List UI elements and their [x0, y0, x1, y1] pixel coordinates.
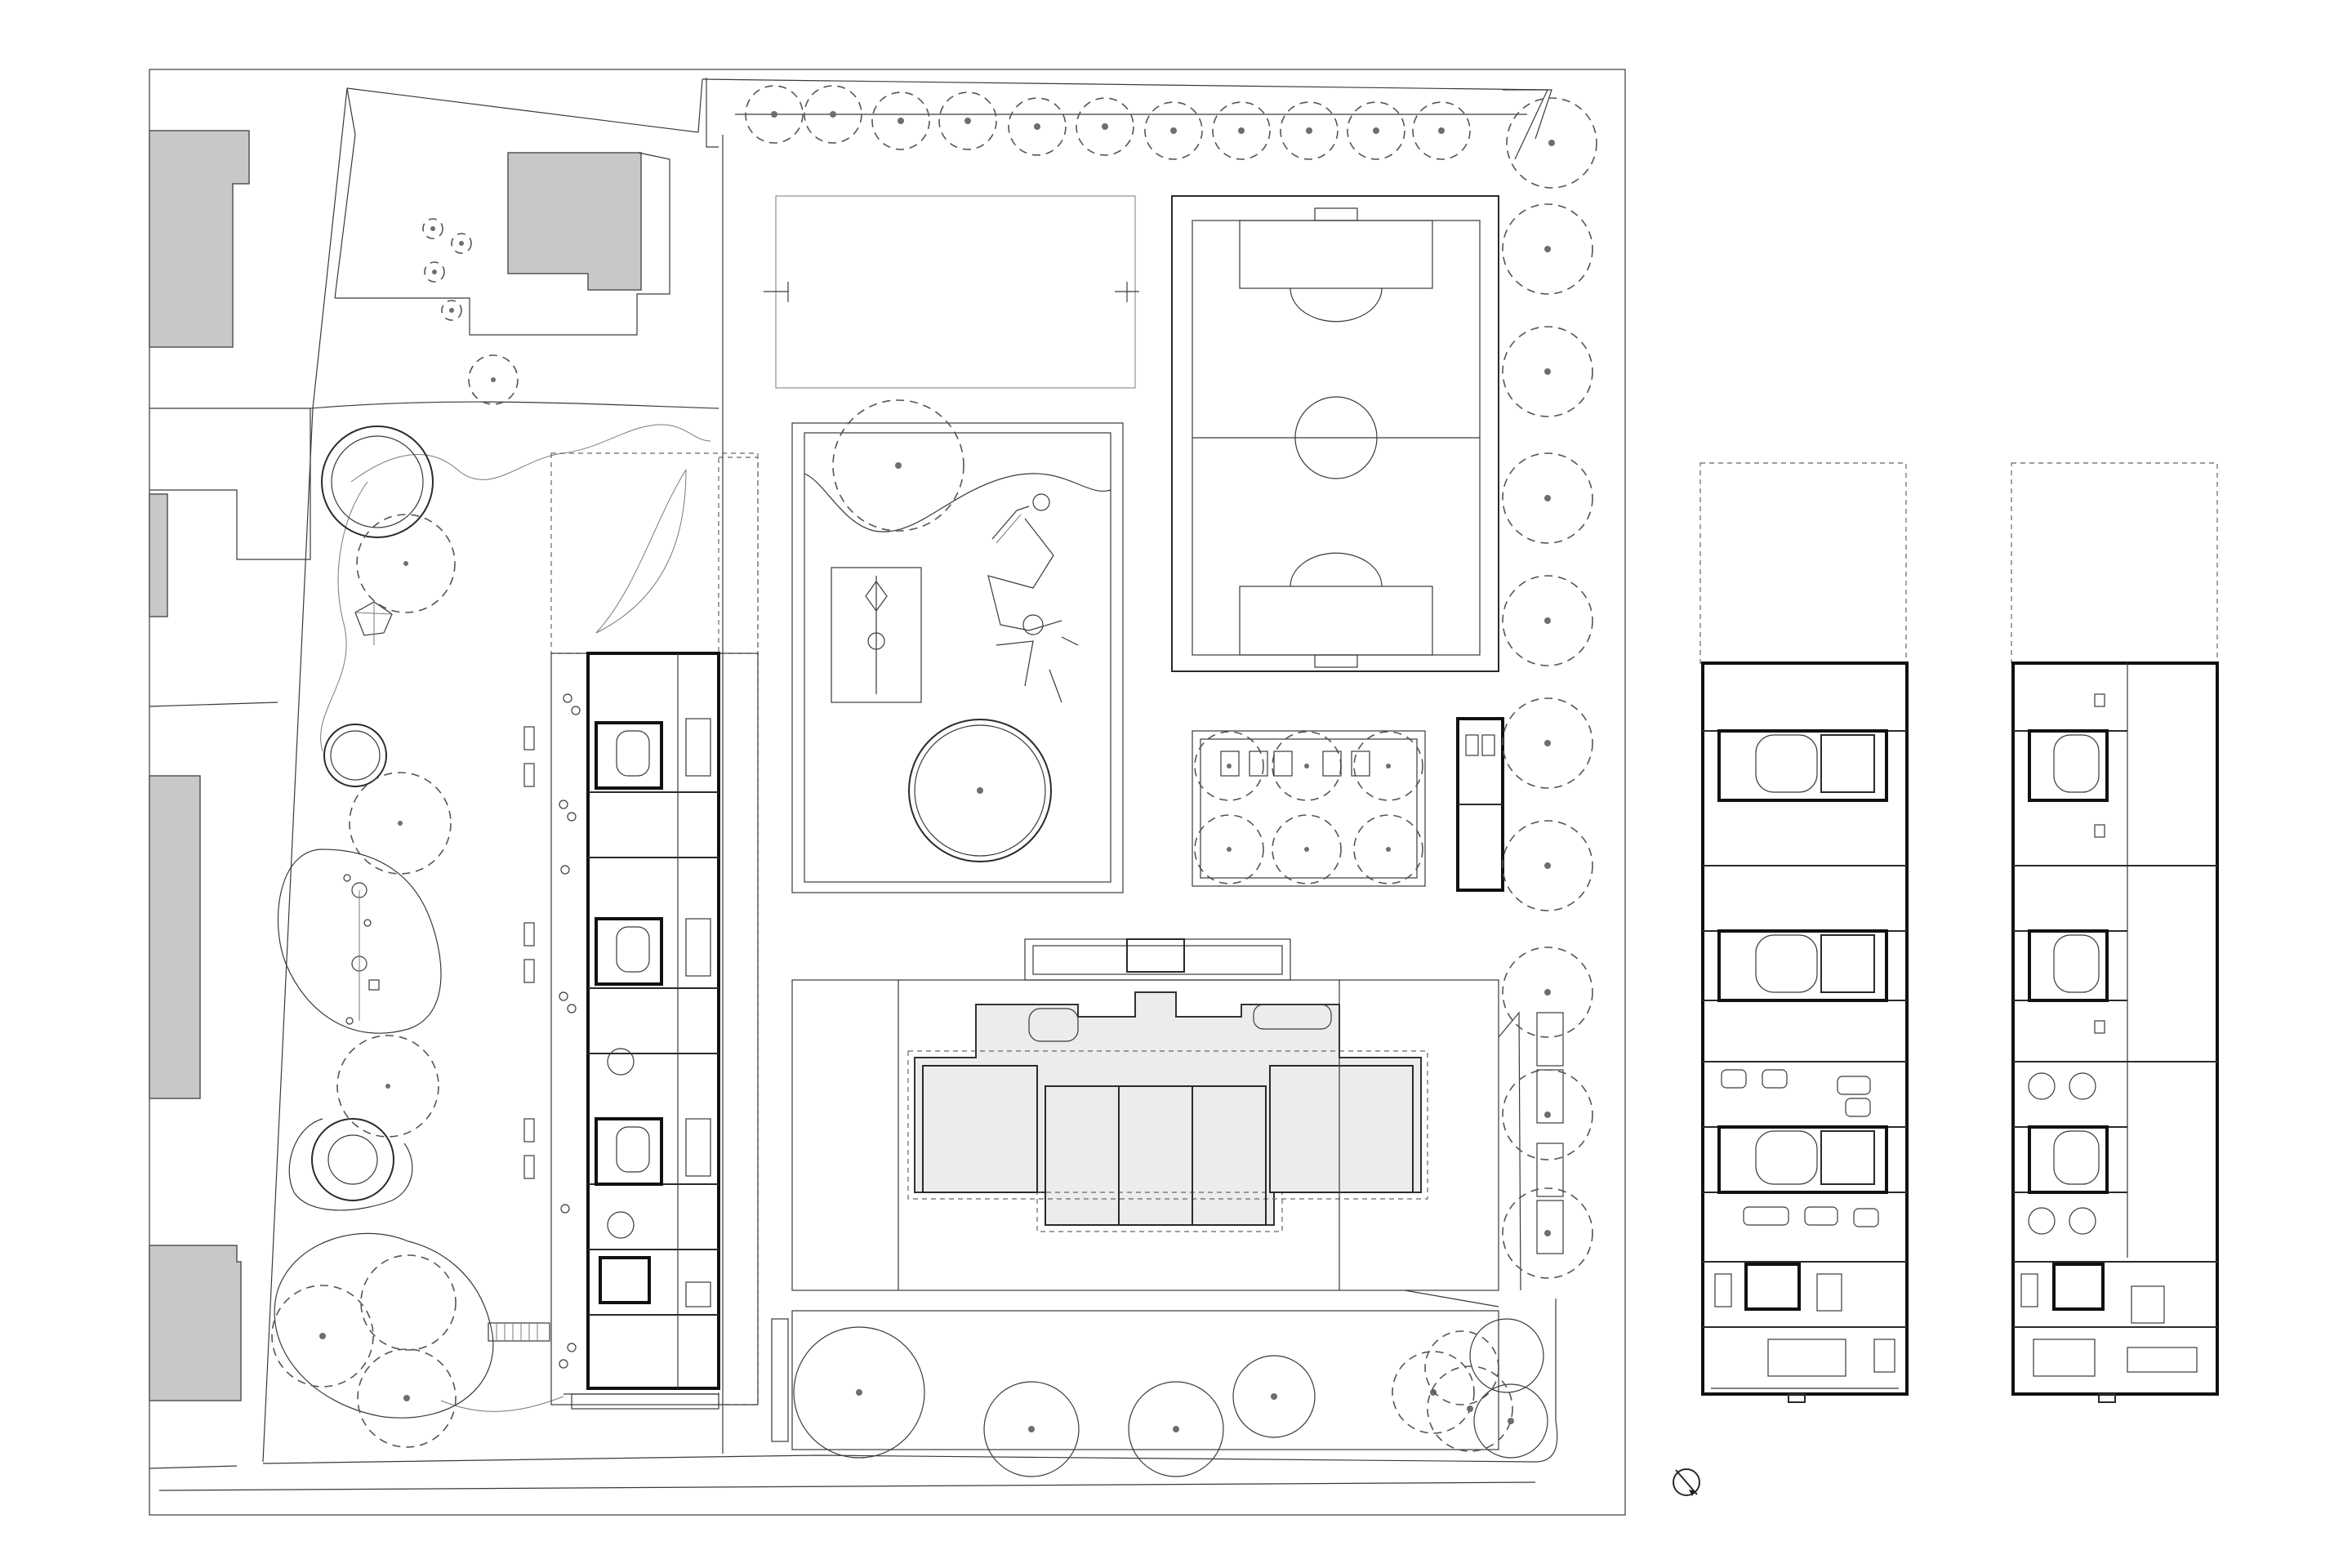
trees-west: [271, 218, 519, 1448]
parking-east: [1498, 1011, 1564, 1291]
north-arrow-icon: [1673, 1468, 1700, 1496]
site-plan-frame: [149, 69, 1626, 1516]
football-pitch: [1171, 195, 1499, 672]
trees-east-row: [1502, 97, 1597, 1279]
sports-court-north: [764, 195, 1139, 389]
site-plan: [149, 69, 1700, 1516]
trees-north-row: [745, 85, 1471, 160]
classroom-wing: [550, 652, 759, 1405]
stair-steps-southwest: [488, 1322, 550, 1342]
path-lamps: [343, 874, 380, 1025]
floor-plan-a: [1699, 462, 1909, 1403]
neighbour-buildings: [149, 130, 642, 1401]
trees-south-row: [793, 1318, 1548, 1477]
existing-school-building: [791, 938, 1499, 1291]
small-pavilion: [1456, 717, 1504, 892]
playground: [791, 399, 1124, 893]
courtyard-trees: [1192, 730, 1426, 887]
benches: [523, 693, 581, 1369]
floor-plan-b: [2011, 462, 2219, 1403]
